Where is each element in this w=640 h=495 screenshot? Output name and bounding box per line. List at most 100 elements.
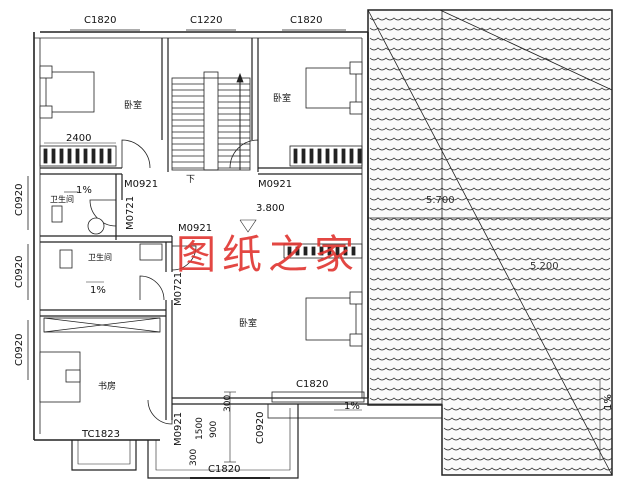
window-code-balcony: C1820 <box>296 379 329 390</box>
closet-hanger <box>107 148 112 164</box>
closet-hanger <box>309 148 314 164</box>
roof-tile-row <box>369 347 611 351</box>
dim-300b: 300 <box>189 448 199 466</box>
dim-level: 3.800 <box>256 203 285 214</box>
dim-1500: 1500 <box>195 417 205 440</box>
window-code-bay: TC1823 <box>82 429 120 440</box>
roof-tile-row <box>369 387 611 391</box>
bath-fixtures <box>51 205 163 269</box>
closet-hanger <box>343 246 348 256</box>
slope-arrows <box>64 191 601 460</box>
beds <box>39 61 363 347</box>
roof-tile-row <box>369 27 611 31</box>
closet-hanger <box>317 148 322 164</box>
roof-tile-row <box>443 427 613 431</box>
closet-hanger <box>349 148 354 164</box>
closet-hanger <box>325 148 330 164</box>
room-label-bedroom-nw: 卧室 <box>124 101 143 111</box>
closet-hanger <box>75 148 80 164</box>
roof-tile-row <box>369 87 611 91</box>
room-label-bath-lower: 卫生间 <box>88 253 112 262</box>
roof-tile-row <box>369 157 611 161</box>
roof-tile-row <box>369 197 611 201</box>
room-label-bath-upper: 卫生间 <box>50 195 74 204</box>
roof-tiles <box>367 9 613 476</box>
roof-tile-row <box>369 97 611 101</box>
roof-tile-row <box>369 357 611 361</box>
slope-bath-lower: 1% <box>90 285 106 296</box>
closet-hanger <box>333 148 338 164</box>
roof-tile-row <box>369 207 611 211</box>
balcony <box>147 403 443 479</box>
roof-tile-row <box>369 147 611 151</box>
door-code-d3: M0721 <box>125 195 136 230</box>
closet-hanger <box>301 148 306 164</box>
roof-label-b: 5.200 <box>530 261 559 272</box>
roof-tile-row <box>369 47 611 51</box>
door-code-d4: M0921 <box>178 223 213 234</box>
window-marks <box>27 29 365 403</box>
closet-hanger <box>67 148 72 164</box>
roof-tile-row <box>369 127 611 131</box>
roof-tile-row <box>369 287 611 291</box>
roof-tile-row <box>369 57 611 61</box>
closet-hanger <box>83 148 88 164</box>
closet-hanger <box>303 246 308 256</box>
roof-tile-row <box>369 107 611 111</box>
slope-balcony: 1% <box>344 401 360 412</box>
dim-closet-width: 2400 <box>66 133 92 144</box>
wardrobes <box>39 145 363 333</box>
closet-hanger <box>335 246 340 256</box>
roof-tile-row <box>369 397 611 401</box>
closet-hanger <box>293 148 298 164</box>
roof-tile-row <box>369 227 611 231</box>
door-code-d6: M0921 <box>173 411 184 446</box>
roof-tile-row <box>369 137 611 141</box>
roof-tile-row <box>369 177 611 181</box>
closet-hanger <box>319 246 324 256</box>
roof-tile-row <box>369 367 611 371</box>
roof-tile-row <box>369 337 611 341</box>
roof-tile-row <box>369 317 611 321</box>
closet-hanger <box>295 246 300 256</box>
dimension-lines <box>44 142 257 463</box>
roof-tile-row <box>369 377 611 381</box>
roof-tile-row <box>369 167 611 171</box>
closet-hanger <box>311 246 316 256</box>
roof-tile-row <box>369 307 611 311</box>
stair-down-label: 下 <box>186 175 196 185</box>
room-label-study: 书房 <box>98 382 117 392</box>
dim-300a: 300 <box>223 394 233 412</box>
roof-tile-row <box>369 117 611 121</box>
slope-bath-upper: 1% <box>76 185 92 196</box>
roof-tile-row <box>369 267 611 271</box>
roof-tile-row <box>443 457 613 461</box>
closet-hanger <box>59 148 64 164</box>
slope-roof-right: 1% <box>603 394 614 410</box>
closet-hanger <box>327 246 332 256</box>
roof-tile-row <box>369 67 611 71</box>
window-code-top-center: C1220 <box>190 15 223 26</box>
bay-window <box>71 440 137 471</box>
closet-hanger <box>43 148 48 164</box>
window-code-left-lower: C0920 <box>14 333 25 366</box>
window-code-top-right: C1820 <box>290 15 323 26</box>
roof-tile-row <box>369 247 611 251</box>
roof-tile-row <box>443 447 613 451</box>
roof-tile-row <box>369 187 611 191</box>
closet-hanger <box>357 148 362 164</box>
window-code-bottom: C1820 <box>208 464 241 475</box>
roof-tile-row <box>369 257 611 261</box>
roof-tile-row <box>369 77 611 81</box>
roof-tile-row <box>369 37 611 41</box>
door-code-d1: M0921 <box>124 179 159 190</box>
closet-hanger <box>91 148 96 164</box>
roof-tile-row <box>443 407 613 411</box>
door-code-d2: M0921 <box>258 179 293 190</box>
room-label-bedroom-ne: 卧室 <box>273 94 292 104</box>
dim-900: 900 <box>209 420 219 438</box>
window-code-right-small: C0920 <box>255 411 266 444</box>
roof-tile-row <box>443 417 613 421</box>
watermark: 图纸之家 <box>176 232 360 278</box>
